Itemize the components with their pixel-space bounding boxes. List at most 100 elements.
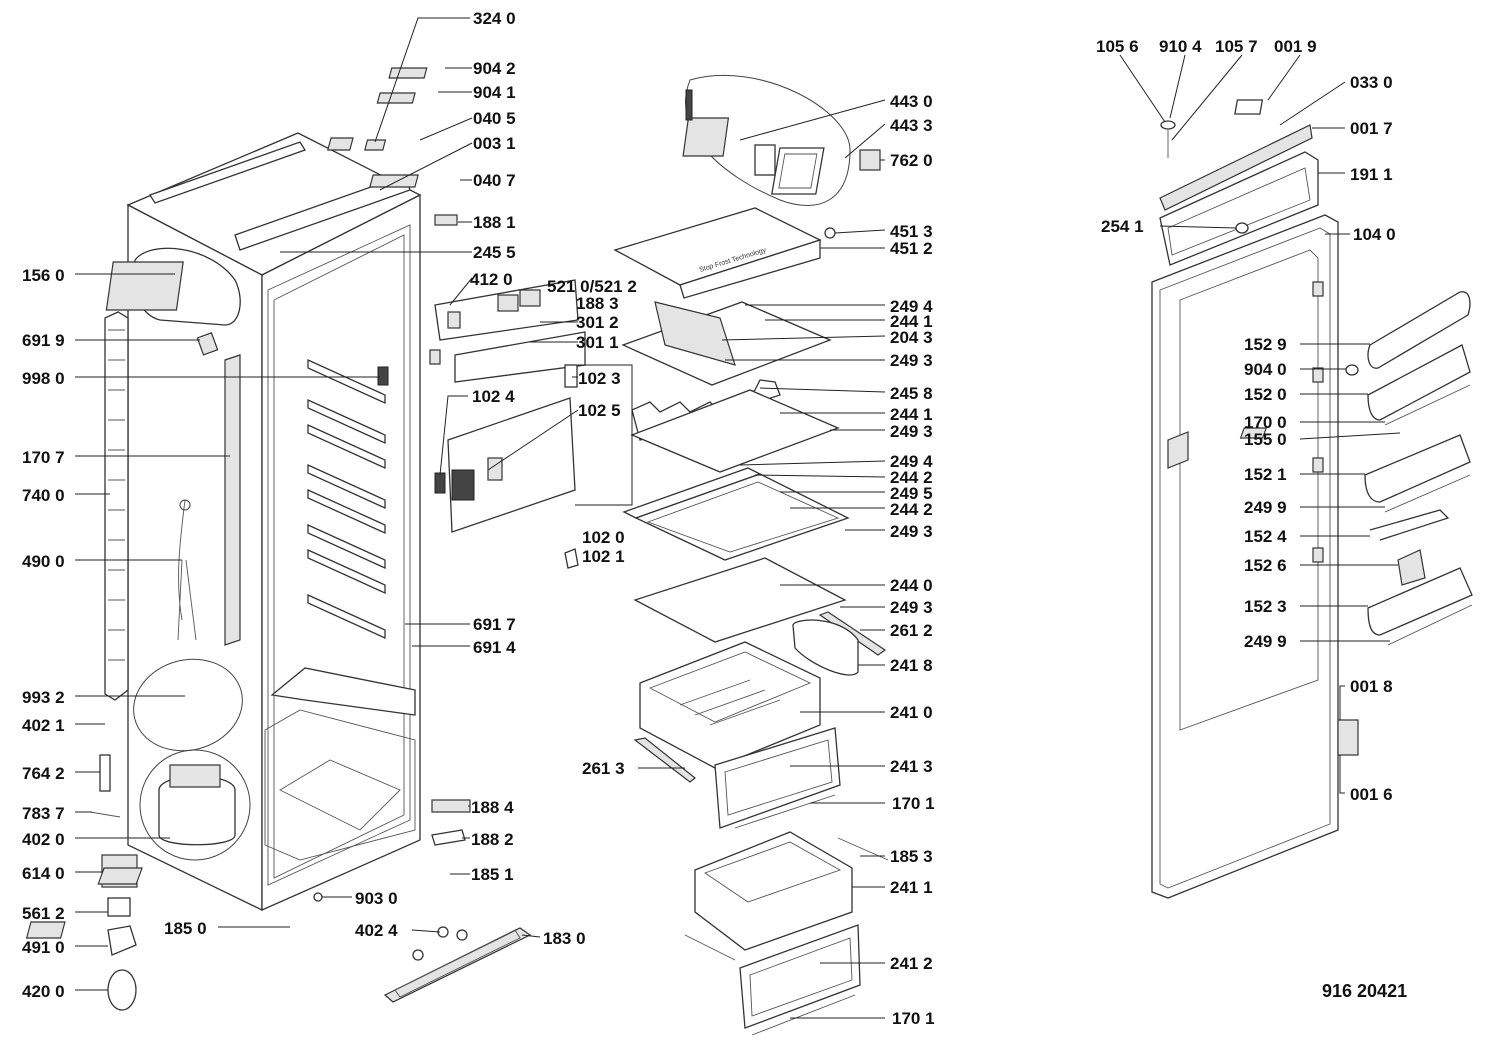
part-label: 102 4	[472, 387, 515, 406]
part-label: 170 1	[892, 1009, 935, 1028]
part-label: 104 0	[1353, 225, 1396, 244]
part-label: 001 8	[1350, 677, 1393, 696]
part-label: 245 5	[473, 243, 516, 262]
cabinet-body	[25, 132, 471, 1011]
control-panel-parts	[429, 279, 586, 569]
part-label: 993 2	[22, 688, 65, 707]
part-label: 244 1	[890, 405, 933, 424]
part-label: 402 0	[22, 830, 65, 849]
part-label: 188 4	[471, 798, 514, 817]
part-label: 191 1	[1350, 165, 1393, 184]
part-label: 170 0	[1244, 413, 1287, 432]
base-rail	[383, 926, 532, 1003]
part-label: 204 3	[890, 328, 933, 347]
part-label: 762 0	[890, 151, 933, 170]
part-label: 521 0/521 2	[547, 277, 637, 296]
part-label: 249 5	[890, 484, 933, 503]
leader-lines	[75, 17, 1401, 1019]
part-label: 261 2	[890, 621, 933, 640]
drawing-reference-number: 916 20421	[1322, 981, 1407, 1001]
part-label: 170 1	[892, 794, 935, 813]
part-label: 249 3	[890, 351, 933, 370]
part-label: 003 1	[473, 134, 516, 153]
part-label: 241 8	[890, 656, 933, 675]
part-label: 249 4	[890, 297, 933, 316]
part-label: 152 4	[1244, 527, 1287, 546]
part-label: 244 2	[890, 500, 933, 519]
part-label: 152 6	[1244, 556, 1287, 575]
part-label: 998 0	[22, 369, 65, 388]
part-label: 420 0	[22, 982, 65, 1001]
part-label: 241 1	[890, 878, 933, 897]
part-label: 152 0	[1244, 385, 1287, 404]
part-label: 001 9	[1274, 37, 1317, 56]
part-label: 155 0	[1244, 430, 1287, 449]
part-label: 249 9	[1244, 632, 1287, 651]
part-label: 241 2	[890, 954, 933, 973]
part-label: 001 6	[1350, 785, 1393, 804]
part-label: 244 1	[890, 312, 933, 331]
part-label: 244 0	[890, 576, 933, 595]
part-label: 249 4	[890, 452, 933, 471]
fan-assembly	[682, 75, 881, 239]
shelf-stack: Stop Frost Technology	[613, 207, 889, 1036]
part-label: 904 0	[1244, 360, 1287, 379]
part-label: 185 1	[471, 865, 514, 884]
part-label: 040 7	[473, 171, 516, 190]
part-label: 443 0	[890, 92, 933, 111]
part-label: 904 1	[473, 83, 516, 102]
part-label: 185 0	[164, 919, 207, 938]
part-label: 156 0	[22, 266, 65, 285]
part-label: 443 3	[890, 116, 933, 135]
part-label: 244 2	[890, 468, 933, 487]
part-label: 783 7	[22, 804, 65, 823]
part-label: 102 1	[582, 547, 625, 566]
part-label: 910 4	[1159, 37, 1202, 56]
part-label: 691 9	[22, 331, 65, 350]
part-label: 170 7	[22, 448, 65, 467]
part-label: 105 7	[1215, 37, 1258, 56]
part-label: 152 3	[1244, 597, 1287, 616]
part-label: 249 3	[890, 422, 933, 441]
part-label: 402 1	[22, 716, 65, 735]
part-label: 561 2	[22, 904, 65, 923]
part-label: 490 0	[22, 552, 65, 571]
part-label: 249 3	[890, 598, 933, 617]
part-label: 904 2	[473, 59, 516, 78]
part-label: 249 9	[1244, 498, 1287, 517]
part-label: 102 3	[578, 369, 621, 388]
part-label: 903 0	[355, 889, 398, 908]
part-label: 188 2	[471, 830, 514, 849]
part-label: 033 0	[1350, 73, 1393, 92]
part-label: 740 0	[22, 486, 65, 505]
part-label: 451 3	[890, 222, 933, 241]
part-label: 249 3	[890, 522, 933, 541]
part-label: 105 6	[1096, 37, 1139, 56]
part-label: 188 3	[576, 294, 619, 313]
part-label: 001 7	[1350, 119, 1393, 138]
part-label: 412 0	[470, 270, 513, 289]
part-label: 402 4	[355, 921, 398, 940]
door-assembly	[1151, 99, 1473, 899]
part-label: 188 1	[473, 213, 516, 232]
part-label: 614 0	[22, 864, 65, 883]
part-label: 102 5	[578, 401, 621, 420]
part-label: 691 7	[473, 615, 516, 634]
part-label: 102 0	[582, 528, 625, 547]
part-label: 451 2	[890, 239, 933, 258]
part-label: 241 3	[890, 757, 933, 776]
part-label: 254 1	[1101, 217, 1144, 236]
part-label: 241 0	[890, 703, 933, 722]
part-number-labels: 324 0 904 2 904 1 040 5 003 1 040 7 188 …	[22, 9, 1407, 1028]
part-label: 491 0	[22, 938, 65, 957]
part-label: 040 5	[473, 109, 516, 128]
part-label: 152 9	[1244, 335, 1287, 354]
part-label: 152 1	[1244, 465, 1287, 484]
part-label: 301 2	[576, 313, 619, 332]
part-label: 324 0	[473, 9, 516, 28]
part-label: 245 8	[890, 384, 933, 403]
part-label: 261 3	[582, 759, 625, 778]
part-label: 185 3	[890, 847, 933, 866]
part-label: 183 0	[543, 929, 586, 948]
